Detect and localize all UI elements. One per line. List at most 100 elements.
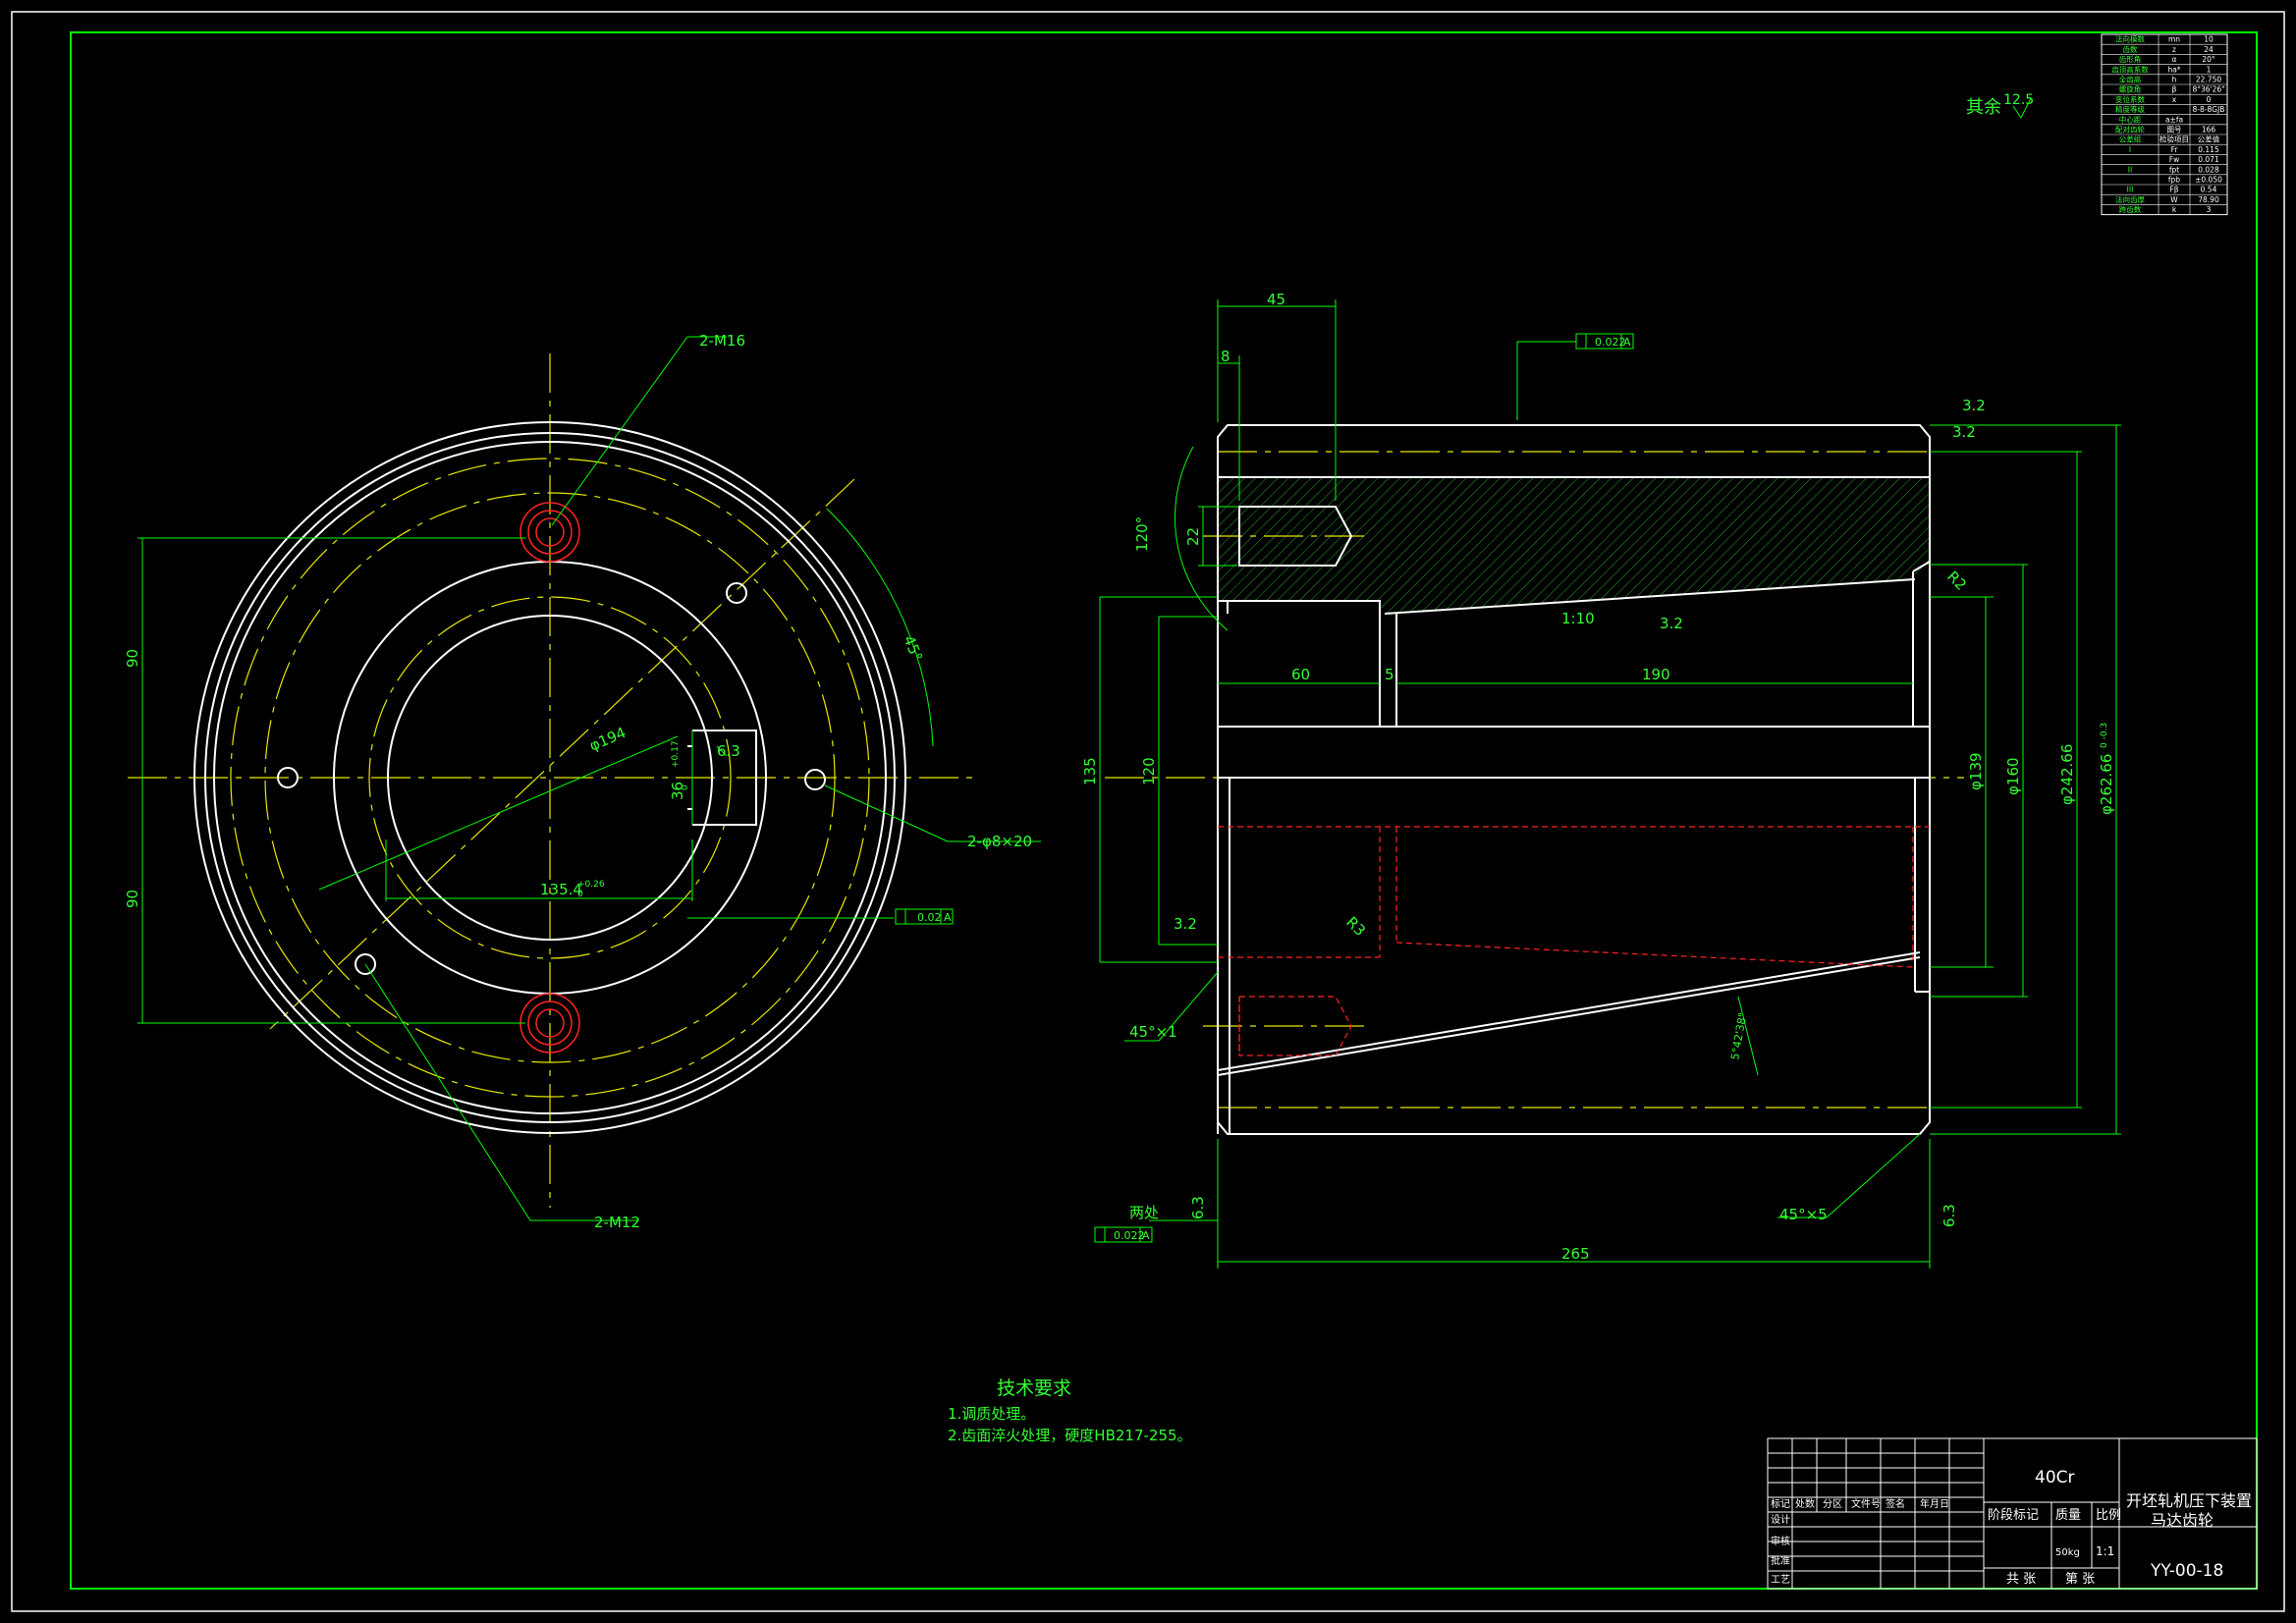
bore-tol-lo: 0 [577, 890, 583, 899]
keyway-tol-lo: 0 [681, 784, 690, 790]
param-table-cell: 0.071 [2198, 155, 2219, 164]
keyway-depth-label: 36 [669, 782, 686, 800]
param-table-cell: III [2127, 186, 2134, 194]
param-table-cell: 3 [2207, 205, 2212, 214]
param-table-cell: 法向模数 [2115, 34, 2145, 44]
dim-45: 45 [1267, 291, 1285, 308]
chamfer-right: 45°×5 [1779, 1206, 1828, 1223]
param-table-cell: α [2172, 55, 2177, 64]
param-table-cell: 跨齿数 [2119, 204, 2142, 214]
param-table-cell: 法向齿厚 [2115, 194, 2145, 204]
runout-datum: A [1623, 336, 1631, 349]
dim-phi-139: φ139 [1967, 752, 1985, 790]
param-table-cell: 0 [2207, 95, 2212, 104]
roughness-left: 3.2 [1174, 915, 1197, 933]
tb-process: 工艺 [1771, 1574, 1790, 1586]
taper-roughness: 3.2 [1660, 615, 1683, 632]
param-table-cell: 0.115 [2198, 145, 2219, 154]
dim-phi-242: φ242.66 [2058, 744, 2076, 805]
param-table-cell: 8°36'26" [2192, 85, 2224, 94]
angle-120: 120° [1133, 516, 1151, 552]
bolt-bottom-label: 2-M12 [594, 1214, 640, 1231]
left-small-holes [277, 582, 826, 975]
tb-col-date: 年月日 [1920, 1497, 1949, 1510]
tb-col-count: 处数 [1795, 1497, 1815, 1510]
two-places-label: 两处 [1129, 1204, 1159, 1221]
right-view: 45 8 22 120° 0.022 A 3.2 3.2 R2 1:10 3.2… [1081, 291, 2121, 1269]
right-dimension-lines [1099, 299, 2121, 1269]
roughness-note: 其余 12.5 [1966, 92, 2034, 119]
sheet-outer-border [11, 11, 2285, 1612]
tb-stage: 阶段标记 [1988, 1508, 2039, 1523]
tb-title-line2: 马达齿轮 [2151, 1511, 2214, 1530]
bore-tol-hi: +0.26 [577, 880, 605, 890]
tb-drawing-number: YY-00-18 [2150, 1561, 2223, 1581]
param-table-cell: ha* [2167, 65, 2180, 74]
param-table-cell: 166 [2202, 126, 2216, 135]
tb-check: 审核 [1771, 1535, 1790, 1547]
title-block-grid [1767, 1437, 2258, 1590]
roughness-note-label: 其余 [1966, 97, 2001, 118]
taper-ratio: 1:10 [1561, 610, 1595, 627]
roughness-note-value: 12.5 [2003, 92, 2034, 108]
param-table-cell: 图号 [2167, 126, 2182, 135]
param-table-cell: fpt [2169, 165, 2179, 174]
dim-135: 135 [1081, 757, 1099, 785]
runout2-tolerance: 0.022 [1114, 1229, 1145, 1242]
dim-5: 5 [1385, 666, 1394, 683]
param-table-cell: 全齿高 [2119, 75, 2142, 84]
dim-phi-160: φ160 [2004, 757, 2022, 795]
param-table-cell: k [2172, 205, 2177, 214]
technical-requirements: 技术要求 1.调质处理。 2.齿面淬火处理，硬度HB217-255。 [948, 1378, 1192, 1444]
tb-approve: 批准 [1771, 1554, 1790, 1567]
flatness-frame [895, 908, 954, 925]
param-table-cell: I [2129, 145, 2131, 154]
left-dimension-lines [137, 336, 1041, 1221]
param-table-cell: Fw [2169, 155, 2179, 164]
param-table-cell: ±0.050 [2195, 176, 2222, 185]
param-table-cell: 变位系数 [2115, 94, 2145, 104]
roughness-top-a: 3.2 [1962, 397, 1986, 414]
tb-col-sign: 签名 [1886, 1497, 1905, 1510]
chamfer-left: 45°×1 [1129, 1023, 1177, 1041]
tb-scale: 比例 [2096, 1508, 2121, 1523]
keyway-tol-hi: +0.17 [671, 740, 681, 768]
param-table-cell: 螺旋角 [2119, 84, 2142, 94]
tb-sheet: 第 张 [2065, 1572, 2095, 1587]
dim-phi-262-tol: 0 -0.3 [2100, 723, 2109, 748]
flatness-tolerance: 0.02 [917, 911, 942, 924]
param-table-cell: 1 [2207, 65, 2212, 74]
left-view: 2-M16 2-M12 2-φ8×20 φ194 90 90 45° 36 6.… [124, 332, 1041, 1231]
section-hatch [1218, 477, 1930, 614]
roughness-top-b: 3.2 [1952, 423, 1976, 441]
dim-90-upper: 90 [124, 649, 141, 668]
param-table-cell: Fr [2171, 145, 2179, 154]
notes-line-1: 1.调质处理。 [948, 1405, 1035, 1423]
param-table-cell: 0.028 [2198, 165, 2219, 174]
notes-line-2: 2.齿面淬火处理，硬度HB217-255。 [948, 1427, 1192, 1444]
flatness-datum: A [944, 911, 952, 924]
dim-60: 60 [1291, 666, 1310, 683]
param-table-cell: 配对齿轮 [2115, 125, 2145, 135]
dim-phi-262: φ262.66 [2098, 754, 2115, 815]
param-table-cell: β [2172, 85, 2177, 94]
notes-title: 技术要求 [997, 1378, 1071, 1399]
bore-dimension: 135.4 [540, 881, 582, 898]
param-table-cell: 检验项目 [2159, 135, 2189, 144]
param-table-cell: 0.54 [2201, 186, 2217, 194]
param-table-cell: 齿顶高系数 [2111, 64, 2149, 74]
sheet-inner-border [70, 31, 2258, 1590]
tb-title-line1: 开坯轧机压下装置 [2126, 1491, 2252, 1510]
tb-material: 40Cr [2035, 1468, 2075, 1488]
param-table-cell: h [2172, 76, 2177, 84]
param-table-cell: II [2128, 165, 2132, 174]
tb-col-mark: 标记 [1771, 1498, 1790, 1510]
param-table-cell: W [2170, 195, 2178, 204]
dim-22: 22 [1184, 527, 1202, 546]
right-hidden-lines [1218, 826, 1930, 1056]
tb-scale-value: 1:1 [2096, 1544, 2114, 1558]
runout2-datum: A [1142, 1229, 1150, 1242]
dim-90-lower: 90 [124, 890, 141, 908]
roughness-bottom-left: 6.3 [1189, 1196, 1207, 1219]
